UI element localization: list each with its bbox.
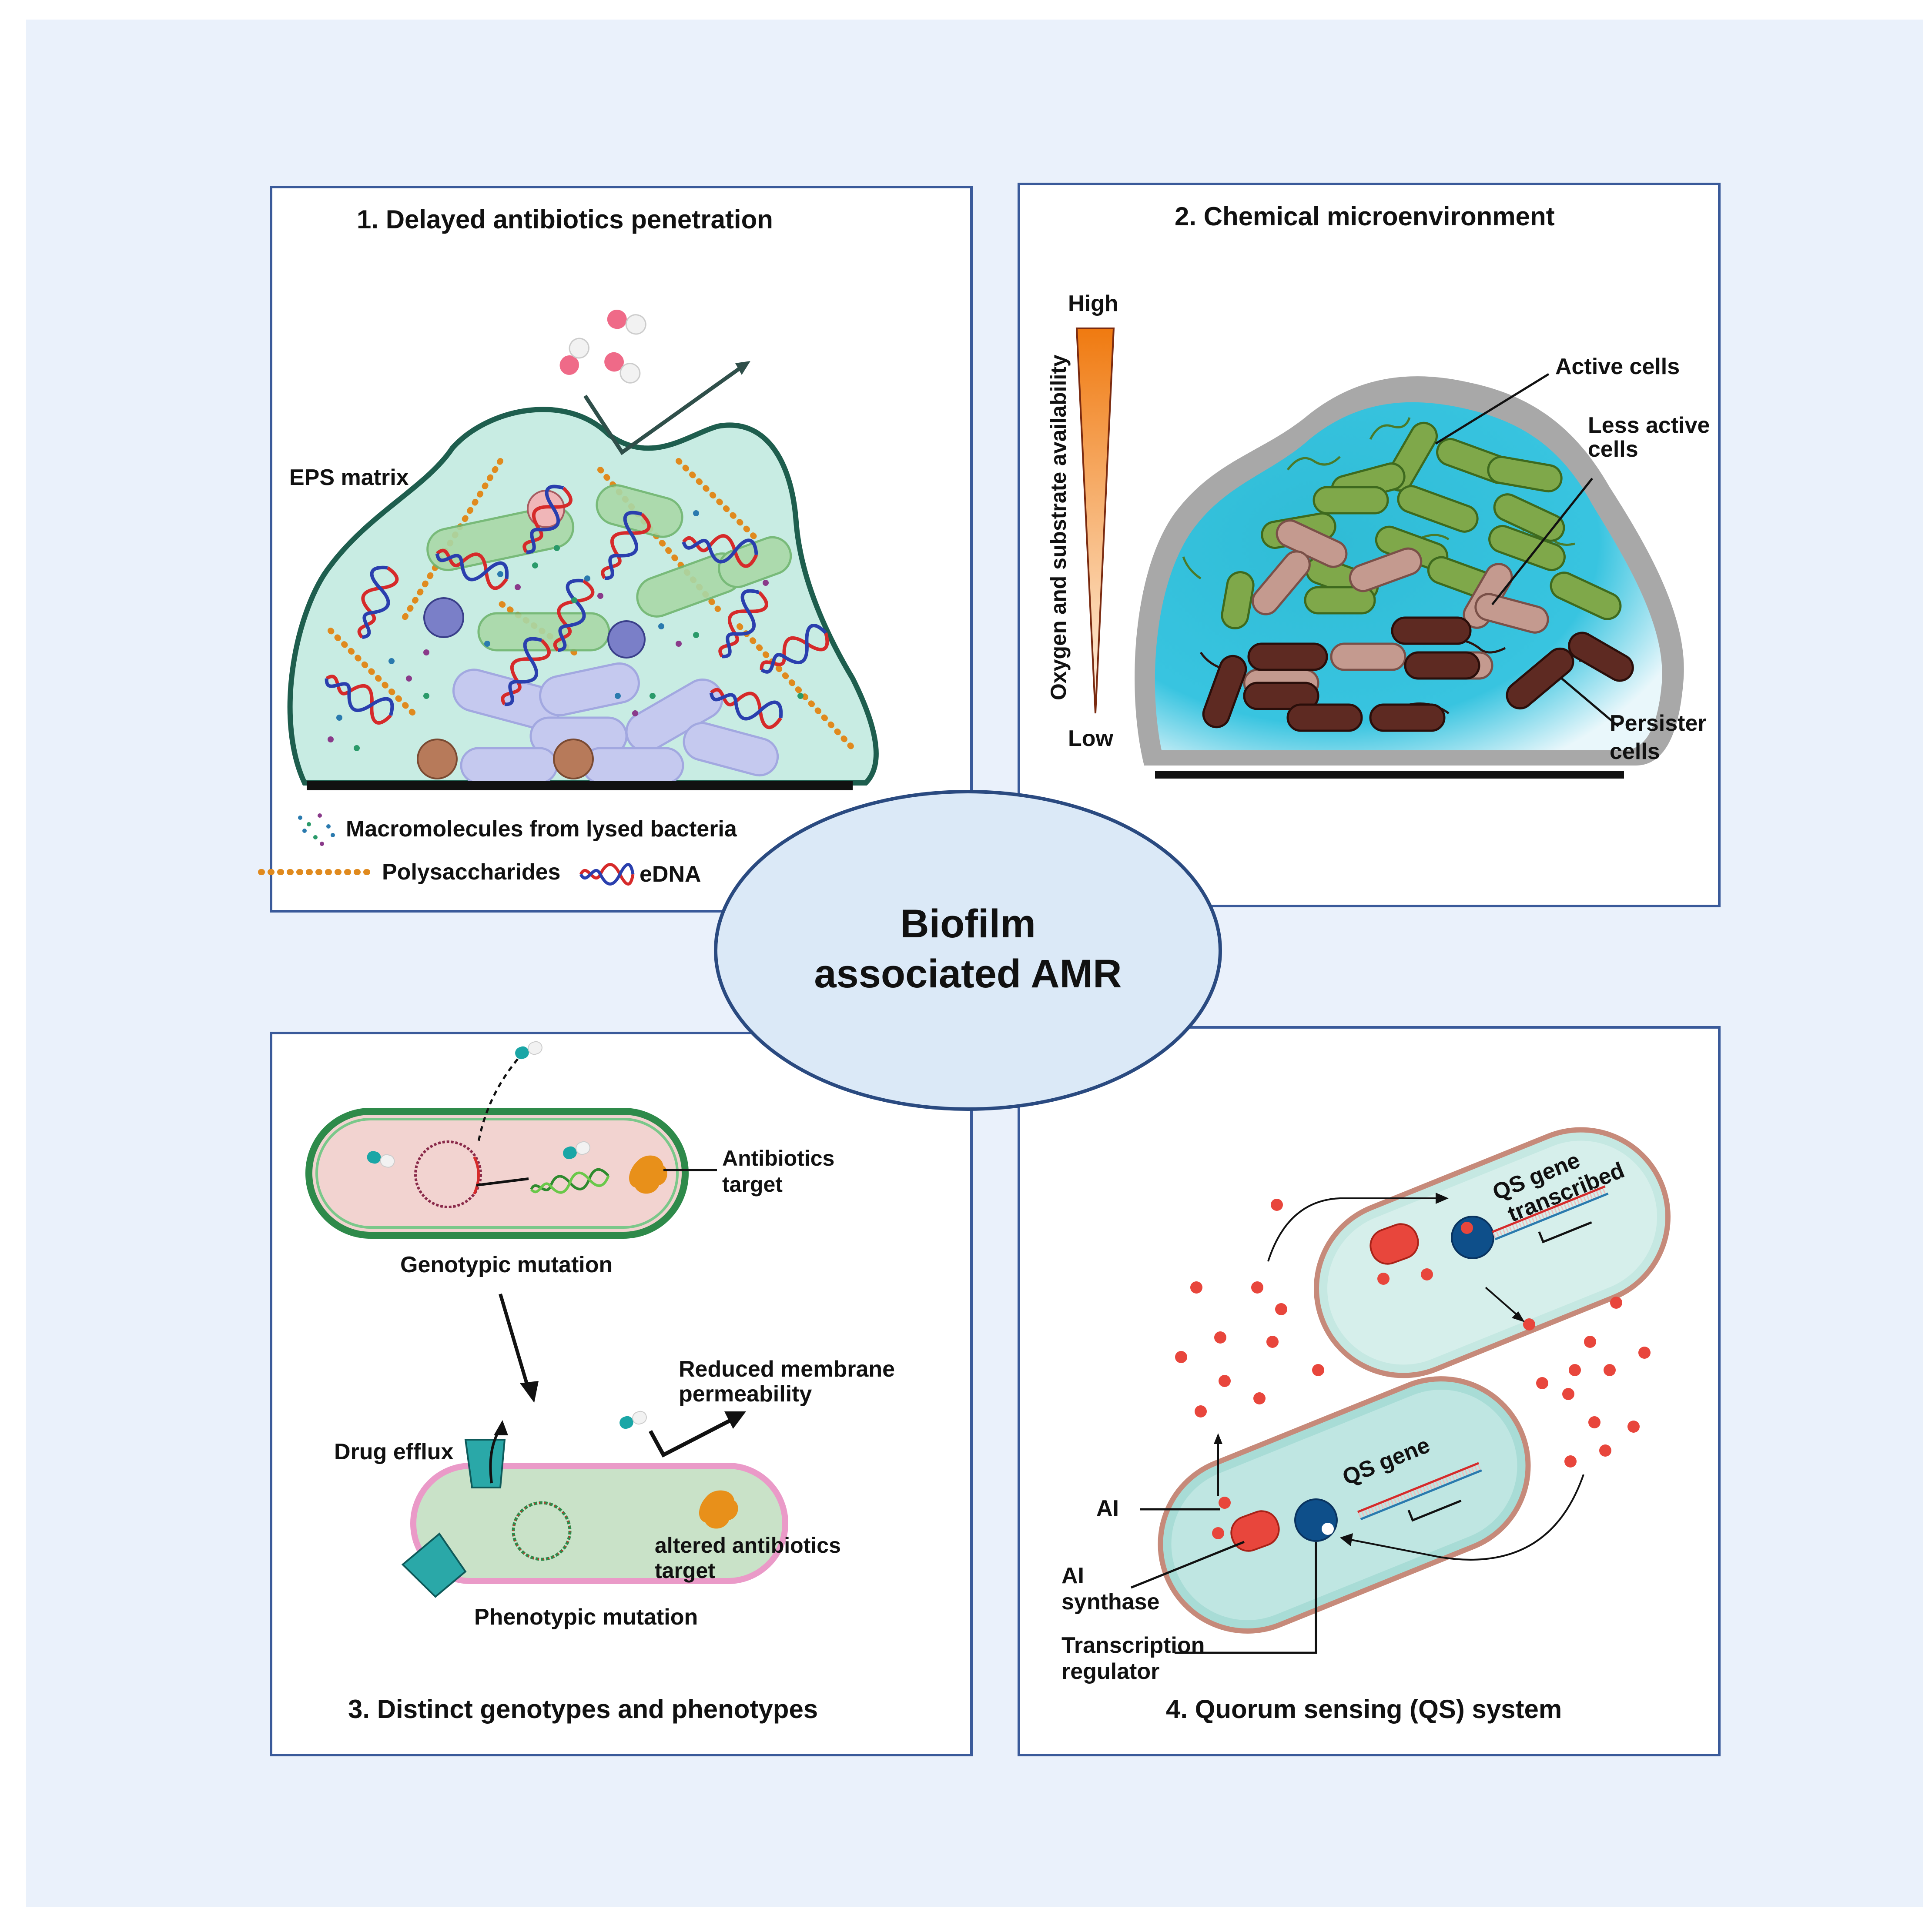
reduced-permeability-label-1: Reduced membrane	[679, 1357, 895, 1382]
transcription-regulator-label-1: Transcription	[1061, 1633, 1205, 1658]
center-title-line1: Biofilm	[900, 902, 1036, 946]
release-arrow	[1485, 1287, 1521, 1319]
ai-synthase-icon	[1230, 1510, 1280, 1552]
antibiotic-target-label-2: target	[722, 1172, 783, 1197]
signal-curve-arrow	[1267, 1197, 1436, 1262]
efflux-pump-icon	[464, 1420, 508, 1488]
active-cells-label: Active cells	[1555, 354, 1680, 379]
altered-target-label-1: altered antibiotics	[655, 1533, 841, 1558]
receiving-cell	[1314, 1127, 1671, 1378]
mutation-arrow	[476, 1177, 529, 1187]
ai-synthase-label-1: AI	[1061, 1563, 1084, 1588]
ai-synthase-icon	[1369, 1223, 1419, 1265]
panel3-title: 3. Distinct genotypes and phenotypes	[348, 1695, 818, 1724]
surface-line	[1155, 771, 1624, 779]
panel-delayed-penetration: 1. Delayed antibiotics penetration EPS m…	[258, 186, 973, 913]
transcription-regulator-label-2: regulator	[1061, 1659, 1159, 1684]
drug-efflux-label: Drug efflux	[334, 1439, 454, 1464]
qs-gene-dna	[1357, 1462, 1482, 1522]
macromolecule-legend-icon	[298, 813, 335, 846]
edna-legend-icon	[579, 863, 635, 886]
altered-target-icon	[699, 1490, 738, 1529]
antibiotic-target-icon	[629, 1155, 667, 1194]
ai-synthase-label-2: synthase	[1061, 1589, 1159, 1615]
edna-helices	[325, 485, 829, 729]
panel1-title: 1. Delayed antibiotics penetration	[357, 205, 773, 234]
transcription-regulator-icon	[1294, 1498, 1338, 1542]
phenotypic-cell	[410, 1463, 788, 1584]
teal-pills	[367, 1041, 647, 1522]
center-ellipse: Biofilm associated AMR	[714, 790, 1222, 1111]
round-cell-purple	[423, 597, 464, 638]
eps-matrix-label: EPS matrix	[289, 465, 409, 490]
phenotypic-label: Phenotypic mutation	[474, 1605, 698, 1630]
gradient-low-label: Low	[1068, 726, 1114, 751]
surface-line	[307, 781, 853, 790]
antibiotic-pills	[559, 310, 646, 384]
center-title-line2: associated AMR	[814, 952, 1122, 996]
round-cell-brown	[417, 739, 458, 779]
legend-polysaccharides: Polysaccharides	[382, 859, 560, 885]
matrix-cells-lavender	[452, 662, 779, 784]
deflection-arrowhead	[735, 361, 750, 375]
persister-label-1: Persister	[1610, 711, 1707, 736]
round-cell-brown	[553, 739, 594, 779]
panel-quorum-sensing: 4. Quorum sensing (QS) system	[1018, 1026, 1721, 1756]
persister-cells	[1202, 616, 1634, 732]
genotypic-label: Genotypic mutation	[400, 1252, 613, 1277]
panel4-title: 4. Quorum sensing (QS) system	[1166, 1695, 1562, 1724]
deflection-arrow	[583, 364, 745, 455]
round-cell-purple	[607, 620, 646, 659]
antibiotic-target-label-1: Antibiotics	[722, 1146, 834, 1170]
reduced-permeability-arrow	[649, 1418, 732, 1458]
autoinducer-dots	[1175, 1199, 1651, 1539]
panel2-title: 2. Chemical microenvironment	[1175, 202, 1555, 231]
gradient-wedge	[1075, 328, 1115, 714]
gradient-high-label: High	[1068, 291, 1118, 316]
legend-edna: eDNA	[640, 862, 701, 887]
macromolecule-dots	[328, 510, 804, 751]
plasmid-icon	[414, 1140, 482, 1208]
transcription-regulator-pointer	[1175, 1542, 1317, 1654]
reduced-permeability-label-2: permeability	[679, 1381, 812, 1407]
ai-label: AI	[1096, 1496, 1119, 1521]
persister-label-2: cells	[1610, 739, 1660, 764]
ai-synthase-pointer	[1131, 1541, 1245, 1589]
legend-macromolecules: Macromolecules from lysed bacteria	[346, 816, 737, 842]
gradient-axis-label: Oxygen and substrate availability	[1046, 354, 1071, 700]
less-active-label-1: Less active	[1588, 413, 1710, 438]
qs-gene-dna-transcribed	[1492, 1185, 1609, 1244]
panel-chemical-microenvironment: 2. Chemical microenvironment High Low Ox…	[1018, 183, 1721, 907]
transcription-regulator-icon	[1451, 1216, 1494, 1259]
dna-strand-icon	[530, 1168, 610, 1194]
persister-pointer	[1561, 678, 1619, 727]
active-cells-pointer	[1435, 373, 1550, 445]
entry-dashed-arrow	[477, 1058, 519, 1142]
less-active-pointer	[1491, 478, 1593, 605]
efflux-pump-icon	[401, 1532, 467, 1598]
genotypic-cell	[305, 1108, 689, 1239]
feedback-curve-arrow	[1350, 1474, 1584, 1561]
panel-genotypes-phenotypes: 3. Distinct genotypes and phenotypes Ant…	[270, 1032, 973, 1756]
sending-cell	[1158, 1376, 1531, 1634]
genotype-to-phenotype-arrow	[499, 1293, 530, 1391]
altered-target-label-2: target	[655, 1558, 715, 1583]
less-active-label-2: cells	[1588, 437, 1638, 462]
eps-matrix	[287, 407, 879, 786]
